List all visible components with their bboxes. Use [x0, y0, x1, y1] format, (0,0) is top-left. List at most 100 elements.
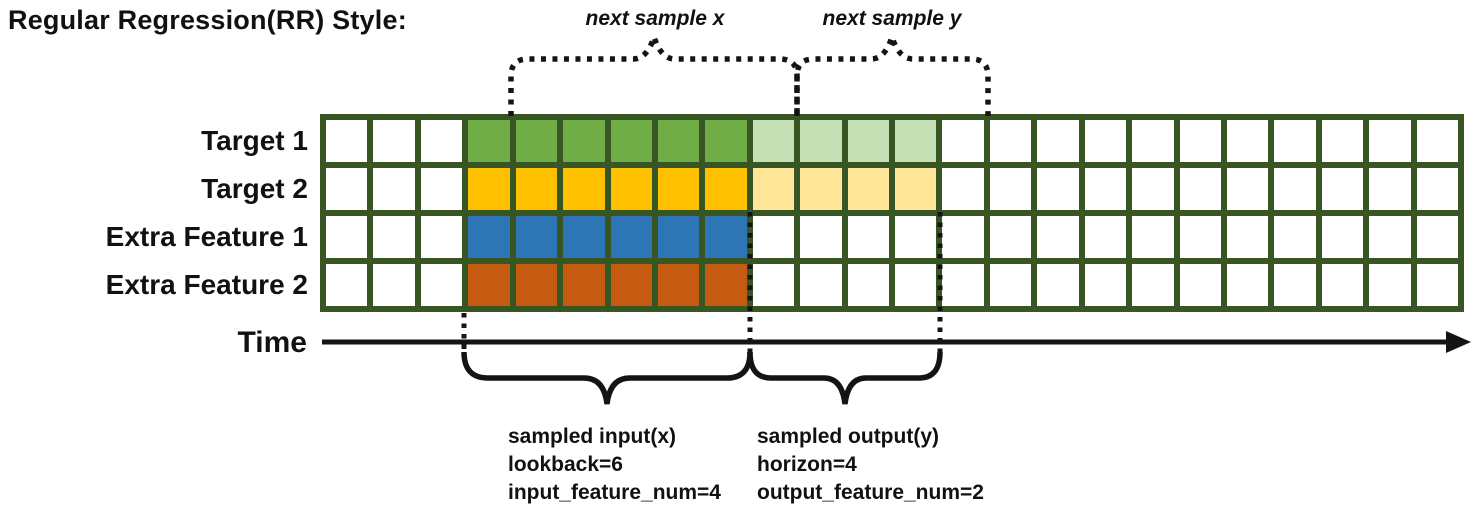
grid-cell [989, 168, 1032, 210]
grid-cell [942, 120, 984, 162]
grid-cell [657, 264, 700, 306]
grid-cell [373, 120, 415, 162]
grid-cell [373, 168, 415, 210]
grid-cell [800, 264, 842, 306]
grid-cell [420, 168, 463, 210]
grid-cell [326, 216, 368, 258]
grid-cell [1132, 264, 1174, 306]
time-axis-label: Time [237, 326, 307, 359]
grid-cell [373, 264, 415, 306]
sampled-output-note: sampled output(y) horizon=4 output_featu… [757, 423, 984, 507]
grid-cell [1084, 216, 1127, 258]
sampled-input-title: sampled input(x) [508, 425, 677, 448]
grid-cell [1226, 216, 1269, 258]
grid-cell [563, 264, 605, 306]
grid-cell [1416, 264, 1458, 306]
grid-cell [420, 264, 463, 306]
grid-cell [752, 168, 795, 210]
grid-cell [989, 120, 1032, 162]
grid-cell [1416, 120, 1458, 162]
grid-cell [1084, 264, 1127, 306]
grid-cell [1179, 168, 1221, 210]
grid-cell [989, 216, 1032, 258]
grid-cell [1037, 264, 1079, 306]
grid-cell [1321, 168, 1364, 210]
page-title: Regular Regression(RR) Style: [8, 5, 407, 35]
grid-cell [657, 120, 700, 162]
grid-cell [847, 264, 889, 306]
grid-cell [468, 168, 510, 210]
grid-cell [326, 120, 368, 162]
grid-cell [1416, 216, 1458, 258]
grid-cell [1369, 168, 1411, 210]
grid-cell [1274, 168, 1316, 210]
next-sample-y-label: next sample y [822, 7, 962, 30]
grid-cell [420, 216, 463, 258]
grid-cell [752, 264, 795, 306]
row-label-extra-feature-1: Extra Feature 1 [105, 221, 308, 252]
sampled-output-title: sampled output(y) [757, 425, 939, 448]
grid-cell [1037, 216, 1079, 258]
grid-cell [1132, 168, 1174, 210]
grid-cell [1179, 216, 1221, 258]
sampled-input-note: sampled input(x) lookback=6 input_featur… [508, 423, 721, 507]
grid-cell [1274, 120, 1316, 162]
grid-cell [468, 120, 510, 162]
grid-cell [847, 120, 889, 162]
grid-cell [800, 120, 842, 162]
grid-cell [1274, 216, 1316, 258]
grid-cell [1321, 216, 1364, 258]
grid-cell [1321, 120, 1364, 162]
sampled-input-brace [461, 351, 753, 405]
grid-cell [895, 264, 937, 306]
grid-cell [1369, 216, 1411, 258]
grid-cell [610, 168, 652, 210]
grid-cell [1132, 216, 1174, 258]
grid-cell [468, 264, 510, 306]
grid-cell [752, 216, 795, 258]
grid-cell [1369, 120, 1411, 162]
grid-cell [942, 168, 984, 210]
grid-cell [895, 216, 937, 258]
grid-cell [563, 216, 605, 258]
next-sample-x-brace [508, 27, 800, 116]
grid-cell [705, 216, 747, 258]
grid-cell [468, 216, 510, 258]
lookback-value: lookback=6 [508, 453, 623, 476]
grid-cell [515, 216, 558, 258]
grid-cell [847, 168, 889, 210]
grid-cell [1274, 264, 1316, 306]
grid-cell [847, 216, 889, 258]
grid-cell [1179, 264, 1221, 306]
time-axis-arrowhead [1446, 331, 1471, 353]
grid-cell [1416, 168, 1458, 210]
grid-cell [326, 168, 368, 210]
grid-cell [895, 120, 937, 162]
grid-cell [1132, 120, 1174, 162]
grid-cell [1369, 264, 1411, 306]
grid-cell [895, 168, 937, 210]
grid-cell [800, 216, 842, 258]
grid-cell [1321, 264, 1364, 306]
grid-cell [515, 120, 558, 162]
timeseries-grid [320, 114, 1464, 312]
grid-cell [989, 264, 1032, 306]
sampled-output-brace [747, 351, 943, 405]
grid-cell [1226, 120, 1269, 162]
grid-cell [610, 216, 652, 258]
grid-cell [705, 120, 747, 162]
grid-cell [326, 264, 368, 306]
grid-cell [420, 120, 463, 162]
grid-cell [1084, 168, 1127, 210]
grid-cell [1084, 120, 1127, 162]
next-sample-y-brace [794, 27, 991, 116]
grid-cell [515, 264, 558, 306]
grid-cell [1226, 264, 1269, 306]
grid-cell [705, 168, 747, 210]
grid-cell [610, 264, 652, 306]
grid-cell [1037, 120, 1079, 162]
grid-cell [515, 168, 558, 210]
grid-cell [942, 216, 984, 258]
grid-cell [800, 168, 842, 210]
